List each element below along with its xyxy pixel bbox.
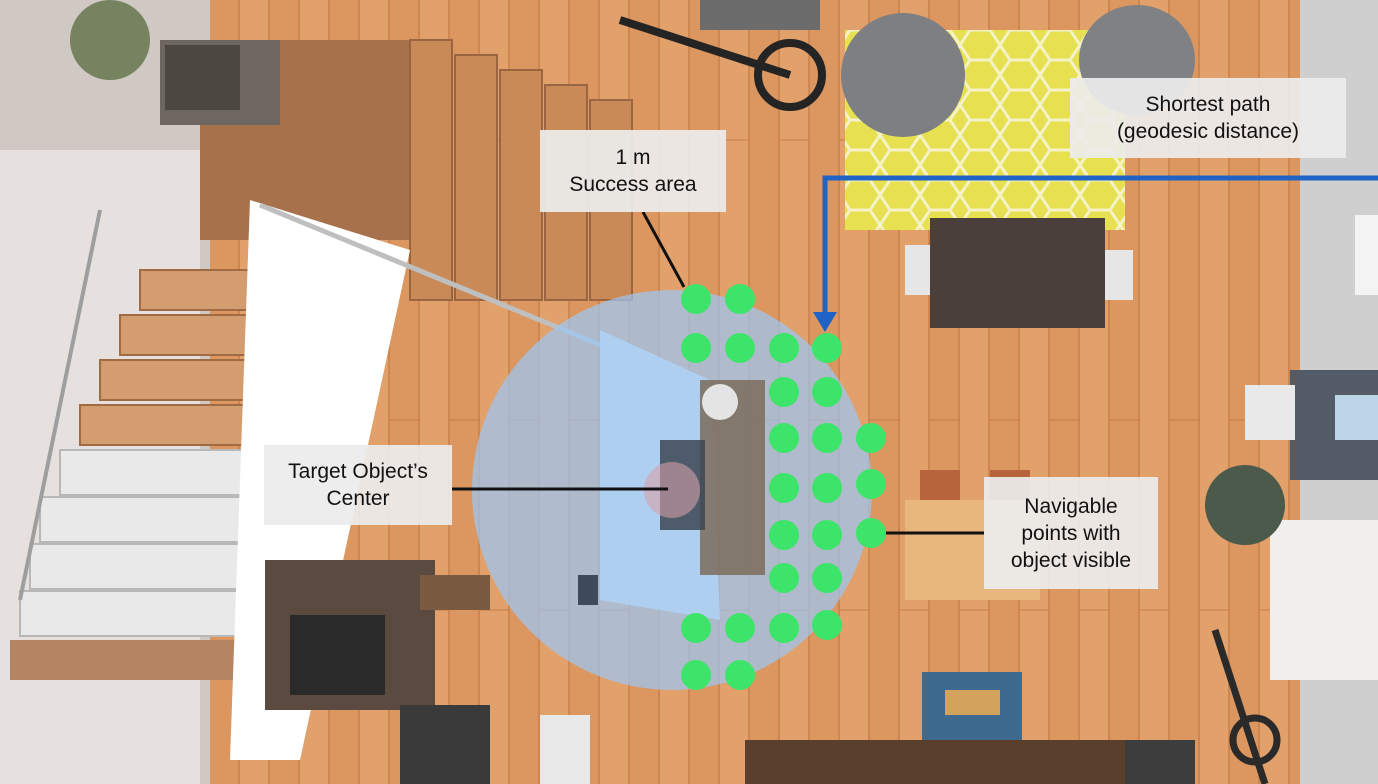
navigable-point <box>681 660 711 690</box>
beanbag-left <box>841 13 965 137</box>
navigable-point <box>769 333 799 363</box>
shortest-path-arrow <box>813 175 1378 332</box>
target-center-marker <box>644 462 700 518</box>
navigable-point <box>812 563 842 593</box>
navigable-point <box>856 518 886 548</box>
navigable-point <box>856 469 886 499</box>
success-area-callout-line <box>641 211 686 288</box>
target-center-label-text: Target Object’s Center <box>288 460 428 510</box>
navigable-points-label-text: Navigable points with object visible <box>1010 494 1132 572</box>
shortest-path-label: Shortest path (geodesic distance) <box>1070 78 1346 158</box>
shortest-path-label-text: Shortest path (geodesic distance) <box>1116 93 1300 143</box>
navigable-points-label: Navigable points with object visible <box>984 477 1158 589</box>
navigable-point <box>769 613 799 643</box>
navigable-point <box>725 660 755 690</box>
navigable-point <box>725 613 755 643</box>
navigable-point <box>812 333 842 363</box>
target-center-label: Target Object’s Center <box>264 445 452 525</box>
navigable-point <box>769 423 799 453</box>
navigable-point <box>681 613 711 643</box>
navigable-point <box>681 333 711 363</box>
bicycle-right <box>1211 628 1281 784</box>
navigable-point <box>812 610 842 640</box>
navigable-point <box>681 284 711 314</box>
plant <box>1205 465 1285 545</box>
bicycle-top <box>618 16 826 111</box>
navigable-point <box>769 473 799 503</box>
navigable-point <box>769 563 799 593</box>
success-area-label: 1 m Success area <box>540 130 726 212</box>
navigable-point <box>725 333 755 363</box>
navigable-point <box>812 423 842 453</box>
dining-table <box>930 218 1105 328</box>
navigable-point <box>769 520 799 550</box>
navigable-point <box>812 473 842 503</box>
navigable-point <box>856 423 886 453</box>
navigable-point <box>812 377 842 407</box>
navigable-point <box>769 377 799 407</box>
navigable-points <box>681 284 886 690</box>
success-area-label-text: 1 m Success area <box>569 146 697 196</box>
navigable-point <box>725 284 755 314</box>
navigable-point <box>812 520 842 550</box>
